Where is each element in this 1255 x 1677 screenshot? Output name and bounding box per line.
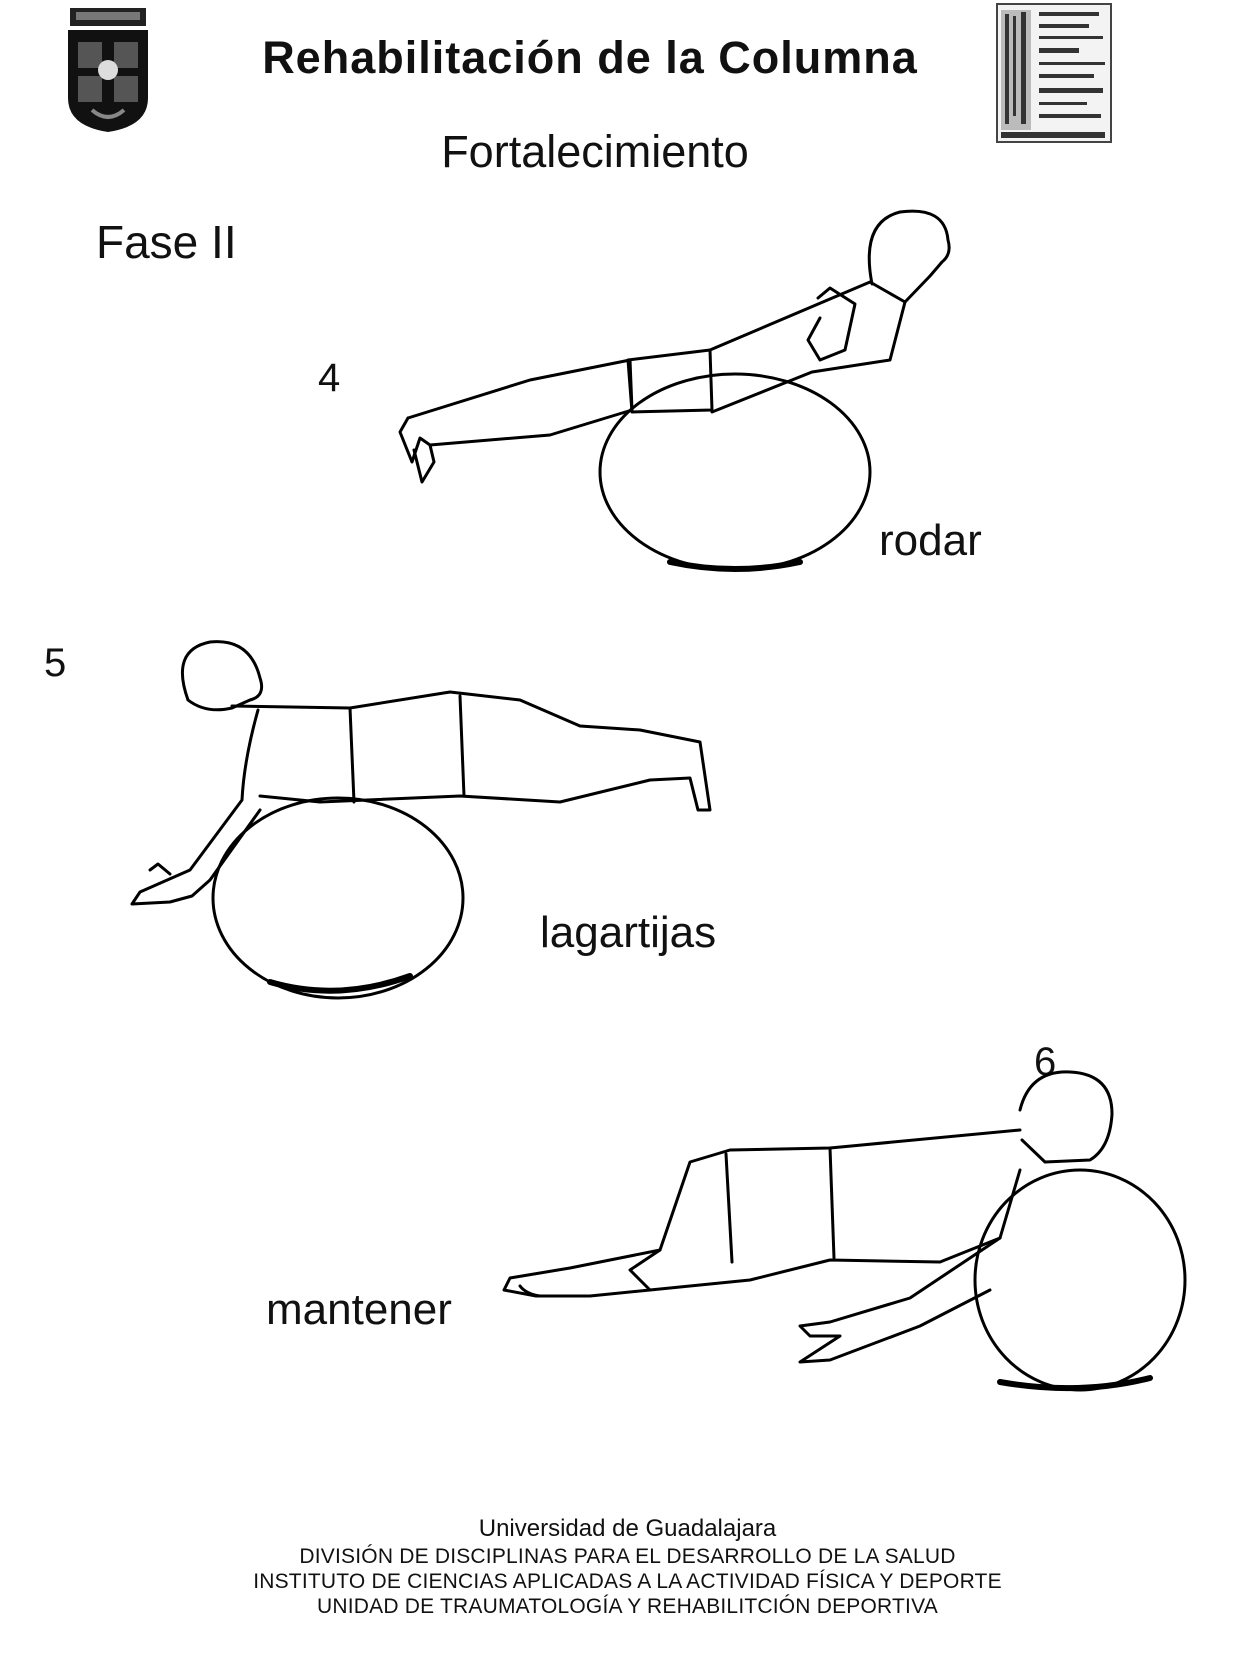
exercise-label: rodar — [879, 516, 982, 565]
exercise-4-illustration — [398, 209, 951, 572]
exercise-ball — [211, 796, 465, 1000]
footer-unit: UNIDAD DE TRAUMATOLOGÍA Y REHABILITCIÓN … — [317, 1595, 938, 1619]
footer-university: Universidad de Guadalajara — [478, 1515, 777, 1542]
footer: Universidad de Guadalajara DIVISIÓN DE D… — [0, 1515, 1255, 1619]
institutional-stamp-icon — [996, 3, 1112, 143]
exercise-number: 6 — [1034, 1040, 1057, 1084]
exercise-label: mantener — [266, 1285, 452, 1334]
document-title: Rehabilitación de la Columna — [262, 32, 918, 83]
document-subtitle: Fortalecimiento — [441, 126, 749, 177]
exercise-label: lagartijas — [540, 908, 717, 957]
exercise-number: 4 — [318, 356, 341, 400]
exercise-ball — [973, 1168, 1187, 1392]
footer-institute: INSTITUTO DE CIENCIAS APLICADAS A LA ACT… — [253, 1569, 1002, 1593]
phase-label: Fase II — [96, 216, 237, 268]
exercise-6-illustration — [502, 1070, 1187, 1392]
exercise-5-illustration — [130, 640, 712, 1000]
exercise-number: 5 — [44, 641, 67, 685]
footer-division: DIVISIÓN DE DISCIPLINAS PARA EL DESARROL… — [299, 1544, 956, 1568]
university-seal-icon — [68, 8, 148, 132]
